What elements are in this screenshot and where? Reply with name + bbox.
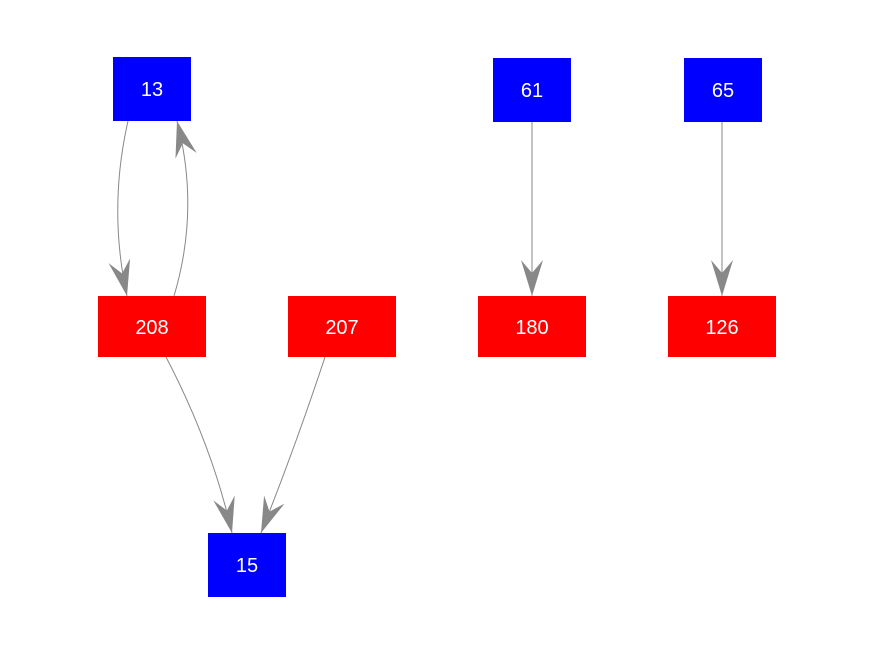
edge-207-15 [260,356,326,534]
node-126-label: 126 [705,317,738,339]
edge-208-13 [173,120,197,297]
node-61: 61 [493,58,571,122]
edge-208-15 [165,356,235,534]
node-15-label: 15 [236,555,258,577]
node-15-box [208,533,286,597]
node-208-label: 208 [135,317,168,339]
node-180-box [478,296,586,357]
node-13-label: 13 [141,79,163,101]
node-208: 208 [98,296,206,357]
node-180: 180 [478,296,586,357]
node-65-label: 65 [712,80,734,102]
node-61-box [493,58,571,122]
node-13-box [113,57,191,121]
node-126: 126 [668,296,776,357]
node-15: 15 [208,533,286,597]
node-126-box [668,296,776,357]
node-180-label: 180 [515,317,548,339]
node-65: 65 [684,58,762,122]
node-207-label: 207 [325,317,358,339]
node-13: 13 [113,57,191,121]
node-207: 207 [288,296,396,357]
node-65-box [684,58,762,122]
node-61-label: 61 [521,80,543,102]
edge-13-208 [108,120,131,297]
node-208-box [98,296,206,357]
node-207-box [288,296,396,357]
